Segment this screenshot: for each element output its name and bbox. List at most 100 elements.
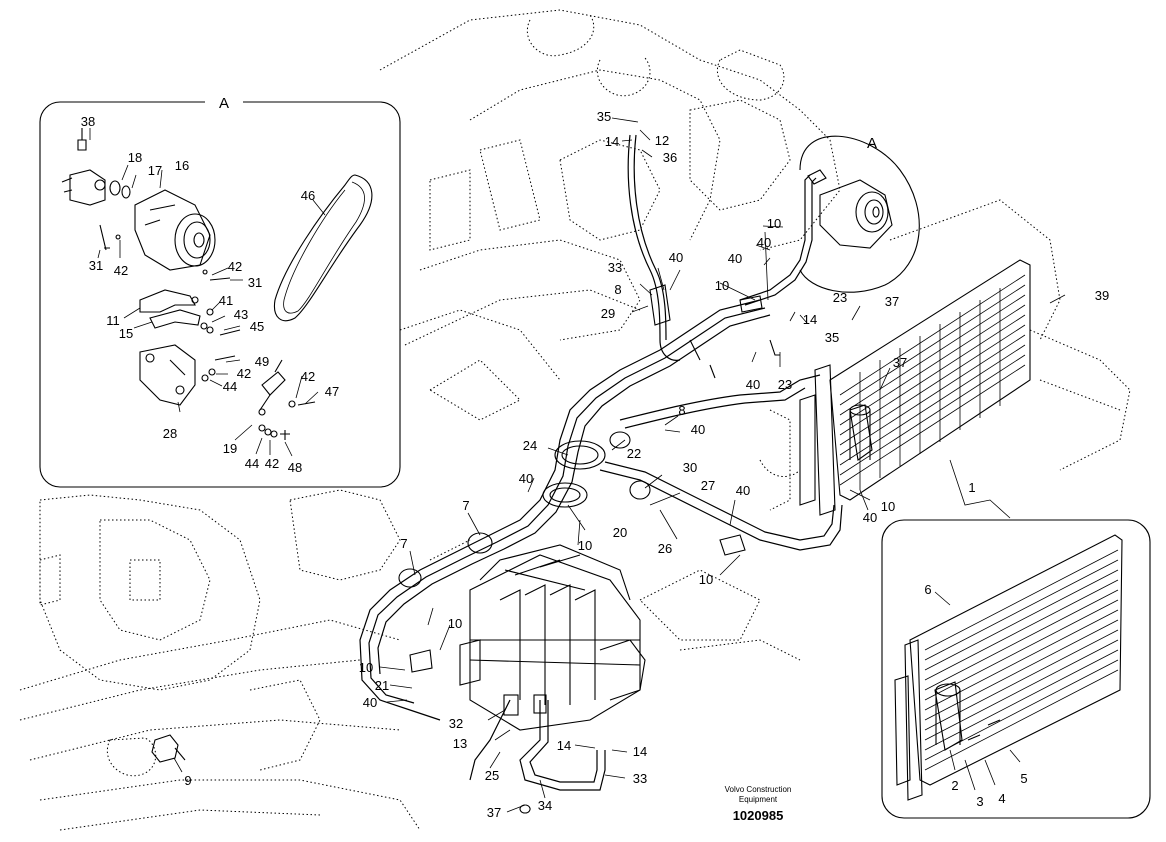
- company-name-line1: Volvo Construction: [725, 785, 792, 794]
- callout-1: 1: [968, 480, 975, 495]
- main-callouts: 35 14 12 36 10 40 40 40 33 8 29 10 23 37…: [184, 109, 1109, 820]
- callout-13: 13: [453, 736, 467, 751]
- callout-36: 36: [663, 150, 677, 165]
- callout-14: 14: [605, 134, 619, 149]
- callout-41: 41: [219, 293, 233, 308]
- callout-40: 40: [736, 483, 750, 498]
- callout-33: 33: [608, 260, 622, 275]
- compressor-icon: [61, 169, 216, 271]
- callout-40: 40: [691, 422, 705, 437]
- inset-1-pointer: [949, 459, 1011, 519]
- callout-15: 15: [119, 326, 133, 341]
- callout-34: 34: [538, 798, 552, 813]
- callout-10: 10: [578, 538, 592, 553]
- callout-11: 11: [106, 313, 120, 328]
- callout-25: 25: [485, 768, 499, 783]
- callout-42: 42: [114, 263, 128, 278]
- callout-12: 12: [655, 133, 669, 148]
- callout-14: 14: [557, 738, 571, 753]
- callout-40: 40: [746, 377, 760, 392]
- callout-48: 48: [288, 460, 302, 475]
- callout-44: 44: [223, 379, 237, 394]
- callout-20: 20: [613, 525, 627, 540]
- callout-31: 31: [248, 275, 262, 290]
- callout-22: 22: [627, 446, 641, 461]
- callout-44: 44: [245, 456, 259, 471]
- callout-7: 7: [462, 498, 469, 513]
- callout-31: 31: [89, 258, 103, 273]
- callout-26: 26: [658, 541, 672, 556]
- callout-29: 29: [601, 306, 615, 321]
- callout-46: 46: [301, 188, 315, 203]
- callout-23: 23: [778, 377, 792, 392]
- callout-40: 40: [728, 251, 742, 266]
- callout-40: 40: [669, 250, 683, 265]
- callout-10: 10: [767, 216, 781, 231]
- callout-24: 24: [523, 438, 537, 453]
- callout-42: 42: [301, 369, 315, 384]
- callout-10: 10: [699, 572, 713, 587]
- inset-a-compressor-detail: A: [39, 94, 401, 488]
- evaporator-unit: [459, 544, 646, 731]
- callout-9: 9: [184, 773, 191, 788]
- callout-8: 8: [678, 403, 685, 418]
- callout-40: 40: [863, 510, 877, 525]
- callout-43: 43: [234, 307, 248, 322]
- callout-49: 49: [255, 354, 269, 369]
- callout-42: 42: [265, 456, 279, 471]
- callout-37: 37: [885, 294, 899, 309]
- callout-10: 10: [359, 660, 373, 675]
- callout-37: 37: [893, 355, 907, 370]
- ring-clamps: [398, 284, 780, 673]
- callout-27: 27: [701, 478, 715, 493]
- callout-10: 10: [448, 616, 462, 631]
- main-leader-lines: [173, 117, 1066, 814]
- callout-40: 40: [363, 695, 377, 710]
- callout-45: 45: [250, 319, 264, 334]
- callout-30: 30: [683, 460, 697, 475]
- callout-17: 17: [148, 163, 162, 178]
- callout-2: 2: [951, 778, 958, 793]
- callout-4: 4: [998, 791, 1005, 806]
- footer: Volvo Construction Equipment 1020985: [725, 785, 792, 823]
- detail-a-label: A: [867, 135, 877, 152]
- inset-condenser-detail: 6 2 3 4 5: [881, 519, 1151, 819]
- drive-belt: [273, 174, 373, 322]
- callout-33: 33: [633, 771, 647, 786]
- callout-23: 23: [833, 290, 847, 305]
- callout-7: 7: [400, 536, 407, 551]
- callout-10: 10: [881, 499, 895, 514]
- callout-10: 10: [715, 278, 729, 293]
- switch-part-9: [151, 734, 186, 763]
- machine-frame-outline: [19, 9, 1131, 831]
- callout-5: 5: [1020, 771, 1027, 786]
- callout-19: 19: [223, 441, 237, 456]
- callout-39: 39: [1095, 288, 1109, 303]
- condenser-main: [799, 259, 1031, 516]
- callout-32: 32: [449, 716, 463, 731]
- hose-routing: [359, 134, 843, 791]
- callout-35: 35: [825, 330, 839, 345]
- callout-8: 8: [614, 282, 621, 297]
- callout-3: 3: [976, 794, 983, 809]
- callout-38: 38: [81, 114, 95, 129]
- callout-6: 6: [924, 582, 931, 597]
- callout-18: 18: [128, 150, 142, 165]
- drawing-number: 1020985: [733, 808, 784, 823]
- callout-47: 47: [325, 384, 339, 399]
- callout-42: 42: [228, 259, 242, 274]
- callout-21: 21: [375, 678, 389, 693]
- callout-35: 35: [597, 109, 611, 124]
- callout-14: 14: [803, 312, 817, 327]
- company-name-line2: Equipment: [739, 795, 778, 804]
- inset-a-title: A: [219, 95, 229, 112]
- callout-42: 42: [237, 366, 251, 381]
- callout-37: 37: [487, 805, 501, 820]
- callout-40: 40: [519, 471, 533, 486]
- callout-40: 40: [757, 235, 771, 250]
- callout-14: 14: [633, 744, 647, 759]
- callout-28: 28: [163, 426, 177, 441]
- detail-a-circle: A: [799, 135, 920, 293]
- callout-16: 16: [175, 158, 189, 173]
